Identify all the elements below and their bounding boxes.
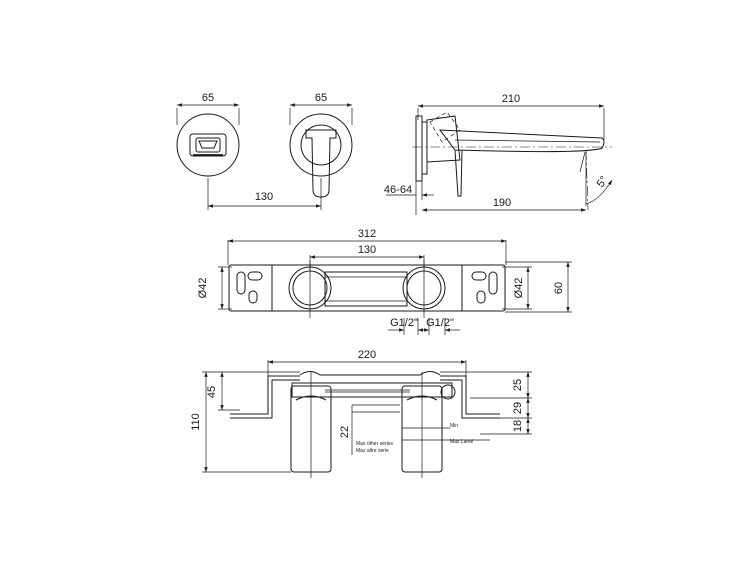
dim-side-projection: 190 bbox=[493, 197, 511, 209]
dim-mid-dia-left: Ø42 bbox=[197, 278, 209, 299]
dim-bot-left-height: 45 bbox=[206, 386, 218, 398]
dim-mid-height: 60 bbox=[553, 282, 565, 294]
dim-mid-total: 312 bbox=[358, 228, 376, 240]
dim-mid-thread-left: G1/2" bbox=[390, 317, 418, 329]
front-view-escutcheon: 65 bbox=[176, 92, 240, 210]
dim-bot-width: 220 bbox=[358, 349, 376, 361]
dim-top-left-width: 65 bbox=[202, 92, 214, 104]
dim-side-wall: 46-64 bbox=[384, 184, 412, 196]
dim-bot-r1: 25 bbox=[512, 379, 524, 391]
note-max-other: Max other series bbox=[356, 441, 393, 447]
dim-side-angle: 5° bbox=[595, 174, 611, 190]
dim-side-length: 210 bbox=[502, 93, 520, 105]
dim-spacing-130-top: 130 bbox=[208, 191, 321, 208]
body-top-view: 312 130 Ø42 Ø42 60 bbox=[197, 228, 572, 335]
dim-top-mid-width: 65 bbox=[315, 92, 327, 104]
dim-mid-spacing: 130 bbox=[358, 244, 376, 256]
body-front-view: 220 22 Min Max Lamé Max other series Max… bbox=[190, 349, 532, 478]
side-view: 210 5° 46-64 190 bbox=[384, 93, 613, 215]
dim-bot-total-height: 110 bbox=[190, 413, 202, 431]
dim-bot-r2: 29 bbox=[512, 402, 524, 414]
note-max-lame: Max Lamé bbox=[450, 439, 474, 445]
dim-bot-r3: 18 bbox=[512, 420, 524, 432]
note-min: Min bbox=[450, 423, 458, 429]
note-max-altre: Max altre serie bbox=[356, 448, 389, 454]
dim-top-spacing: 130 bbox=[255, 191, 273, 203]
front-view-lever: 65 bbox=[289, 92, 353, 210]
dim-mid-dia-right: Ø42 bbox=[513, 278, 525, 299]
dim-bot-inner: 22 bbox=[339, 426, 351, 438]
dim-mid-thread-right: G1/2" bbox=[426, 317, 454, 329]
